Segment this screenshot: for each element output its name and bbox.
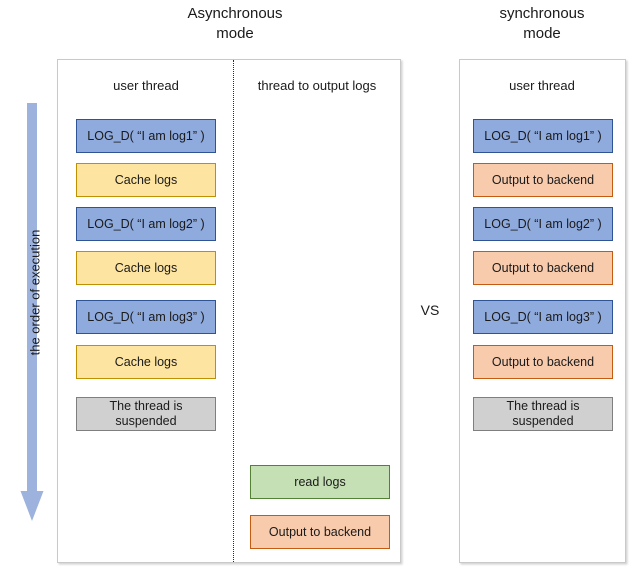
async-step-log1[interactable]: LOG_D( “I am log1” ) (76, 119, 216, 153)
sync-step-log3[interactable]: LOG_D( “I am log3” ) (473, 300, 613, 334)
async-step-cache-3[interactable]: Cache logs (76, 345, 216, 379)
async-lane-divider (233, 60, 234, 562)
sync-step-output-3[interactable]: Output to backend (473, 345, 613, 379)
async-step-cache-2[interactable]: Cache logs (76, 251, 216, 285)
async-step-log2[interactable]: LOG_D( “I am log2” ) (76, 207, 216, 241)
vs-label: VS (420, 302, 440, 318)
order-of-execution-label: the order of execution (27, 229, 43, 356)
async-step-log3[interactable]: LOG_D( “I am log3” ) (76, 300, 216, 334)
sync-step-log1[interactable]: LOG_D( “I am log1” ) (473, 119, 613, 153)
sync-step-output-2[interactable]: Output to backend (473, 251, 613, 285)
lane-header-user-thread-async: user thread (113, 78, 179, 93)
down-arrow-icon (20, 103, 44, 521)
async-step-read-logs[interactable]: read logs (250, 465, 390, 499)
sync-step-thread-suspended[interactable]: The thread is suspended (473, 397, 613, 431)
async-step-output-to-backend[interactable]: Output to backend (250, 515, 390, 549)
lane-header-thread-to-output-logs: thread to output logs (257, 78, 377, 93)
sync-step-log2[interactable]: LOG_D( “I am log2” ) (473, 207, 613, 241)
async-step-thread-suspended[interactable]: The thread is suspended (76, 397, 216, 431)
order-of-execution-arrow: the order of execution (20, 103, 44, 523)
sync-mode-title: synchronous mode (499, 5, 585, 42)
async-mode-title: Asynchronous mode (187, 5, 283, 42)
lane-header-user-thread-sync: user thread (509, 78, 575, 93)
async-step-cache-1[interactable]: Cache logs (76, 163, 216, 197)
sync-step-output-1[interactable]: Output to backend (473, 163, 613, 197)
